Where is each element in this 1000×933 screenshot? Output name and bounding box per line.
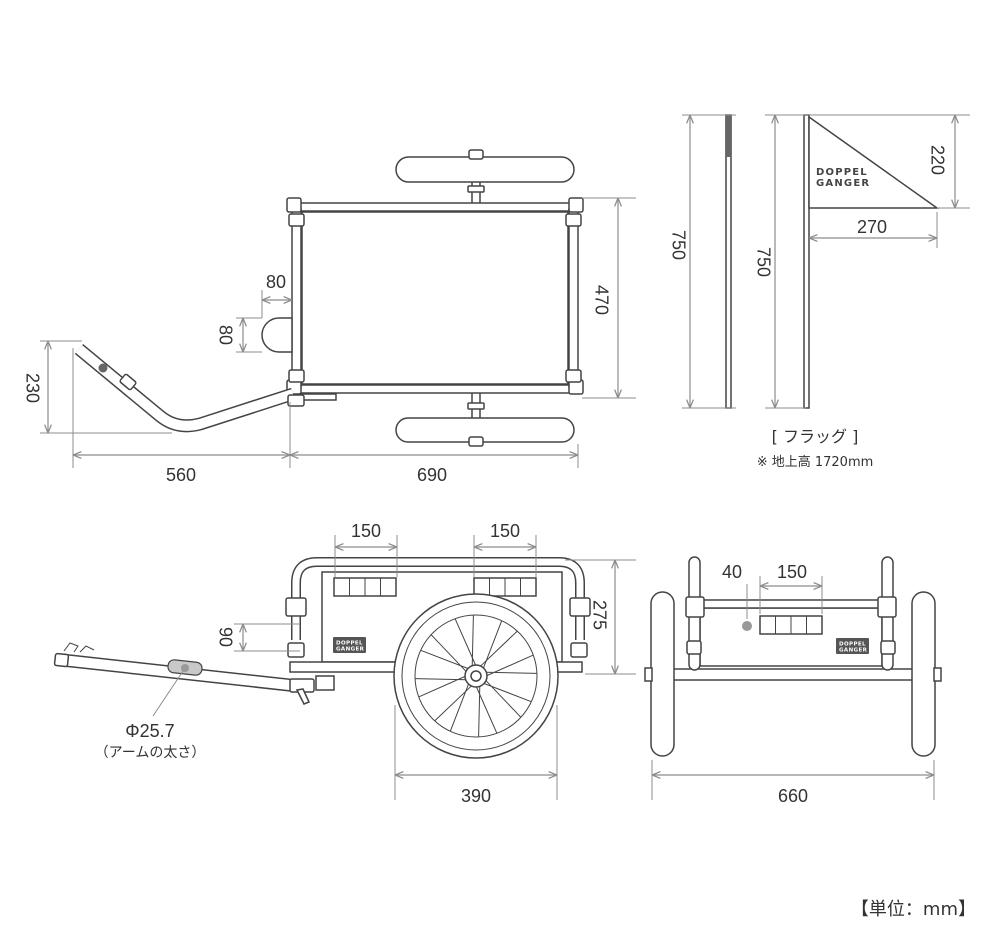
unit-label: 【単位：mm】: [851, 899, 976, 920]
dim-overall-width-label: 660: [778, 786, 808, 806]
dim-pole-right-label: 750: [753, 247, 773, 277]
rear-view-sticker: DOPPEL GANGER: [836, 638, 869, 654]
top-view-corner-bracket: [286, 197, 302, 213]
wheel-spokes: [415, 615, 537, 737]
dim-flag-height-label: 220: [927, 145, 947, 175]
top-view-right-tube: [568, 208, 579, 388]
side-view-reflector-rear: [473, 577, 537, 597]
side-view: DOPPEL GANGER Φ25.7 （アームの太さ） 1: [53, 521, 636, 806]
top-view-front-tube: [296, 202, 576, 212]
flag-pole-side: [725, 114, 732, 409]
top-view-side-clip: [288, 369, 305, 383]
side-view-clip: [570, 642, 588, 658]
rear-view-right-hub: [933, 667, 942, 682]
dim-reflector-offset-label: 40: [722, 562, 742, 582]
reflector-dividers: [489, 578, 521, 596]
flag-caption: [ フラッグ ]: [772, 427, 859, 446]
side-view-coupler-hook: [63, 642, 95, 653]
arm-diameter-leader: [152, 670, 184, 717]
rear-view-clip: [880, 640, 896, 655]
top-view-arm-clamp: [119, 373, 137, 391]
sticker-plate: [836, 638, 869, 654]
top-view-hitch-plate: [299, 393, 337, 401]
side-view-clip: [287, 642, 305, 658]
wheel-hub-center: [470, 670, 482, 682]
rear-view-left-wheel: [650, 591, 675, 757]
top-view-side-clip: [565, 213, 582, 227]
dim-body-height-label: 275: [589, 600, 609, 630]
side-view-wheel: [393, 593, 559, 759]
dim-body-width-label: 470: [591, 285, 611, 315]
reflector-dividers: [349, 578, 381, 596]
dim-arm-length-label: 560: [166, 465, 196, 485]
side-view-reflector-front: [333, 577, 397, 597]
dim-body-length-label: 690: [417, 465, 447, 485]
dim-hitch-height-label: 90: [215, 627, 235, 647]
flag-logo-line1: DOPPEL: [816, 167, 868, 178]
dim-pole-left-label: 750: [668, 230, 688, 260]
flag-pennant: [808, 115, 940, 209]
top-view-hitch-arm-body: [75, 345, 295, 431]
top-view-hitch-pad: [261, 317, 293, 353]
wheel-tire-inner: [401, 601, 551, 751]
top-view-lower-axle-nut: [467, 402, 485, 410]
side-view-frame-tube: [292, 558, 584, 640]
rear-view: DOPPEL GANGER 40 150 660: [644, 556, 942, 806]
wheel-rim: [414, 614, 538, 738]
dim-reflector-width-label: 150: [777, 562, 807, 582]
side-view-coupler: [53, 652, 70, 668]
side-view-joint-block: [315, 675, 335, 691]
dim-hitch-pad-height-label: 80: [215, 325, 235, 345]
side-view-sticker: DOPPEL GANGER: [333, 637, 366, 653]
sticker-line1: DOPPEL: [839, 642, 866, 648]
side-view-clip: [285, 597, 307, 617]
dim-hitch-pad-width-label: 80: [266, 272, 286, 292]
top-view: 230 560 690 80 80 470: [22, 149, 636, 485]
rear-view-reflector-dot: [742, 621, 752, 631]
flag-pole-side-top: [726, 115, 731, 157]
arm-diameter-note: （アームの太さ）: [95, 745, 206, 761]
top-view-upper-axle-nut: [467, 185, 485, 193]
top-view-left-tube: [291, 208, 302, 388]
rear-view-left-hub: [644, 667, 653, 682]
top-view-arm-joint: [287, 394, 305, 407]
top-view-lower-wheel: [395, 417, 575, 443]
rear-view-right-wheel: [911, 591, 936, 757]
sticker-line2: GANGER: [336, 647, 365, 653]
side-view-joint-lever: [295, 688, 311, 705]
sticker-line1: DOPPEL: [336, 641, 363, 647]
side-view-clip: [569, 597, 591, 617]
top-view-arm-bolt: [98, 363, 108, 373]
rear-view-clip: [685, 596, 705, 618]
top-view-upper-wheel: [395, 156, 575, 183]
top-view-upper-hub: [468, 149, 484, 160]
top-view-cargo-bed: [301, 211, 569, 385]
top-view-corner-bracket: [568, 197, 584, 213]
top-view-rear-tube: [296, 384, 576, 394]
dim-reflector-rear-label: 150: [490, 521, 520, 541]
top-view-side-clip: [565, 369, 582, 383]
rear-view-clip: [877, 596, 897, 618]
dim-wheel-diameter-label: 390: [461, 786, 491, 806]
sticker-plate: [333, 637, 366, 653]
top-view-side-clip: [288, 213, 305, 227]
reflector-dividers: [775, 616, 807, 634]
top-view-lower-hub: [468, 436, 484, 447]
rear-view-top-rail: [699, 599, 883, 609]
rear-view-clip: [686, 640, 702, 655]
arm-diameter-label: Φ25.7: [125, 721, 174, 741]
sticker-line2: GANGER: [839, 648, 868, 654]
rear-view-reflector: [759, 615, 823, 635]
dim-arm-rise-label: 230: [22, 373, 42, 403]
flag-logo-line2: GANGER: [816, 178, 870, 189]
flag-height-note: ※ 地上高 1720mm: [757, 454, 874, 470]
flag-view: 750 DOPPEL GANGER 750 220 270 [ フラッグ ] ※…: [668, 114, 970, 470]
top-view-hitch-arm-outline: [74, 343, 295, 433]
rear-view-axle: [649, 668, 937, 681]
dim-reflector-front-label: 150: [351, 521, 381, 541]
arm-diameter-marker: [181, 664, 189, 672]
dim-flag-width-label: 270: [857, 217, 887, 237]
